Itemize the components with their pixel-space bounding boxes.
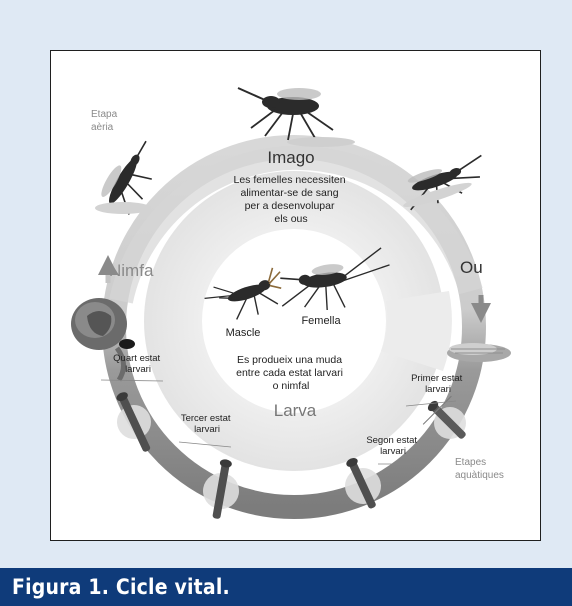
larva-icon xyxy=(198,456,244,521)
stage-label-imago: Imago xyxy=(267,148,314,167)
water-surface xyxy=(95,202,151,214)
stage-label-nimfa: Nimfa xyxy=(109,261,154,280)
diagram-frame: Imago Nimfa Ou Larva Les femelles necess… xyxy=(50,50,541,541)
phase-label-aerial: Etapa aèria xyxy=(91,109,120,133)
stage-label-ou: Ou xyxy=(460,258,483,277)
life-cycle-diagram: Imago Nimfa Ou Larva Les femelles necess… xyxy=(51,51,542,542)
label-female: Femella xyxy=(301,315,341,327)
label-male: Mascle xyxy=(226,327,261,339)
stage-label-larva: Larva xyxy=(274,401,317,420)
phase-label-aquatic: Etapes aquàtiques xyxy=(455,457,504,481)
egg-raft-icon xyxy=(447,343,511,362)
figure-caption: Figura 1. Cicle vital. xyxy=(12,575,230,599)
figure-caption-bar: Figura 1. Cicle vital. xyxy=(0,568,572,606)
